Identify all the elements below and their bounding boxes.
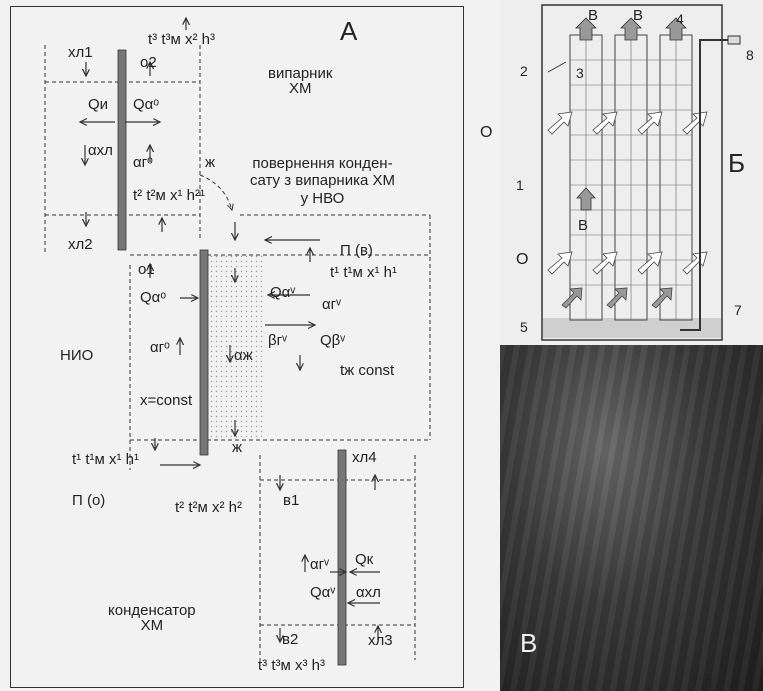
label-b-5: 5 [520,320,528,334]
label-q-alpha-v: Qαᵛ [270,285,295,300]
params-low: t² t²м x² h² [175,500,242,515]
label-xl2: хл2 [68,237,93,252]
label-o2: о2 [140,55,157,70]
label-b-4: 4 [676,12,684,26]
label-alpha-xl-low: αхл [356,585,381,600]
label-x-const: x=const [140,393,192,408]
label-q-alpha-o-top: Qαᵒ [133,97,159,112]
label-b-1: 1 [516,178,524,192]
label-o1: о1 [138,262,155,277]
schematic-panel-b: В В 4 8 2 3 О Б 1 В О 5 7 [500,0,763,345]
label-nio: НИО [60,348,93,363]
panel-a-letter: A [340,18,357,44]
label-b-8: 8 [746,48,754,62]
label-alpha-g-v-mid: αгᵛ [322,297,341,312]
label-alpha-g-v-low: αгᵛ [310,557,329,572]
label-b-v2: В [633,8,643,23]
photo-panel-v: В Д [500,345,763,691]
label-beta-g-v: βгᵛ [268,333,287,348]
schematic-graphics [500,0,763,345]
diagram-graphics [0,0,500,691]
top-params: t³ t³м x² h³ [148,32,215,47]
label-b-o-top: О [480,125,492,141]
diagram-panel-a: A t³ t³м x² h³ випарник ХМ хл1 о2 Qи Qαᵒ… [0,0,500,691]
evaporator-title: випарник ХМ [268,66,332,96]
label-p-v: П (в) [340,243,373,258]
label-xl4: хл4 [352,450,377,465]
label-alpha-g-o-top: αгᵒ [133,155,153,170]
bottom-params: t³ t³м x³ h³ [258,658,325,673]
params-p-o: t¹ t¹м x¹ h¹ [72,452,139,467]
label-b-7: 7 [734,303,742,317]
label-q-alpha-v-low: Qαᵛ [310,585,335,600]
label-v2: в2 [282,632,298,647]
label-v1: в1 [283,493,299,508]
label-q-i: Qи [88,97,108,112]
label-b-v1: В [588,8,598,23]
wall-condenser [338,450,346,665]
label-alpha-xl-top: αхл [88,143,113,158]
label-zh-bottom: ж [232,440,242,455]
params-p-v: t¹ t¹м x¹ h¹ [330,265,397,280]
label-alpha-g-o-mid: αгᵒ [150,340,170,355]
label-b-3: 3 [576,66,584,80]
wall-nio [200,250,208,455]
label-tzh-const: tж const [340,363,394,378]
wall-evaporator [118,50,126,250]
label-xl3: хл3 [368,633,393,648]
label-q-k: Qк [355,552,373,567]
panel-b-letter: Б [728,150,745,176]
panel-v-letter: В [520,630,537,656]
params-2: t² t²м x¹ h²¹ [133,188,205,203]
condenser-title: конденсатор ХМ [108,603,196,633]
label-b-v-mid: В [578,218,588,233]
footer-letter-d: Д [704,677,713,690]
photo-texture [500,345,763,691]
return-condensate-text: повернення конден- сату з випарника ХМ у… [250,155,395,207]
label-zh-top: ж [205,155,215,170]
label-alpha-zh: αж [234,348,253,363]
label-p-o: П (о) [72,493,105,508]
label-b-o-mid: О [516,252,528,268]
label-b-2: 2 [520,64,528,78]
label-q-beta-v: Qβᵛ [320,333,345,348]
label-xl1: хл1 [68,45,93,60]
label-q-alpha-o-mid: Qαᵒ [140,290,166,305]
